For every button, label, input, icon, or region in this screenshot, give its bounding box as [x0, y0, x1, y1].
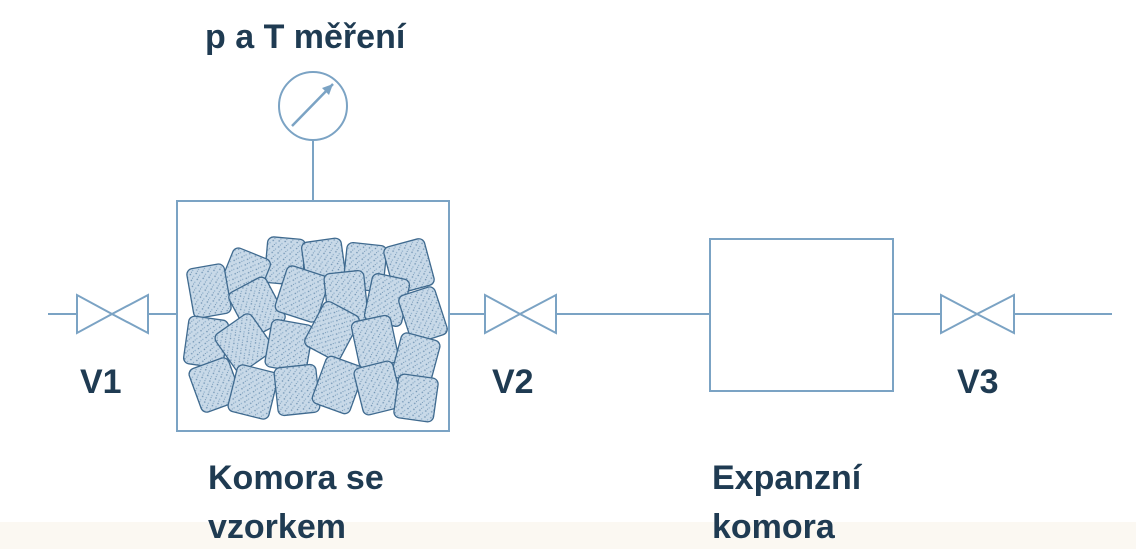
valve-v3-icon[interactable]: [940, 293, 1015, 335]
sample-pellets: [182, 236, 448, 423]
expansion-chamber: [709, 238, 894, 392]
expansion-chamber-label: Expanzní komora: [712, 454, 861, 549]
valve-v3-label: V3: [957, 363, 999, 401]
expansion-chamber-label-line2: komora: [712, 508, 835, 546]
valve-v1-label: V1: [80, 363, 122, 401]
valve-v2-icon[interactable]: [484, 293, 557, 335]
valve-v2-label: V2: [492, 363, 534, 401]
measurement-label: p a T měření: [205, 18, 406, 56]
pressure-gauge-icon: [278, 71, 348, 141]
sample-chamber-label-line1: Komora se: [208, 459, 384, 497]
sample-chamber-label-line2: vzorkem: [208, 508, 346, 546]
valve-v1-icon[interactable]: [76, 293, 149, 335]
sample-chamber-label: Komora se vzorkem: [208, 454, 384, 549]
expansion-chamber-label-line1: Expanzní: [712, 459, 862, 497]
